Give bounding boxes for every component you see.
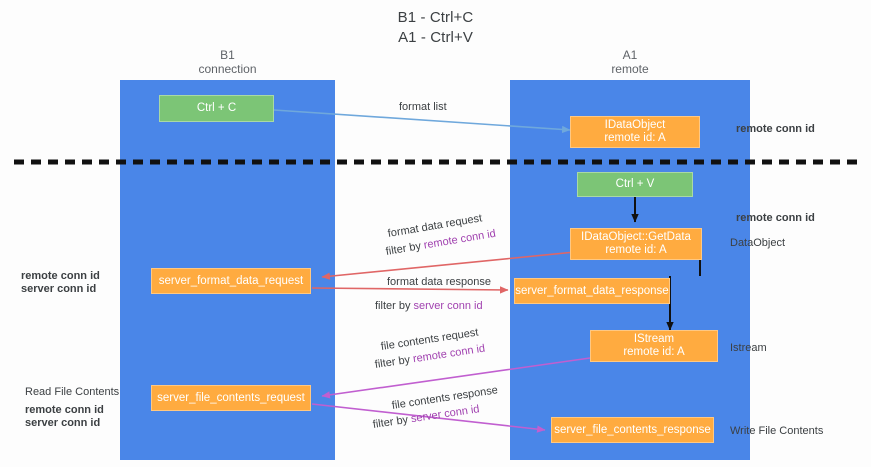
annotation-left-server-conn-id-2: server conn id (25, 417, 101, 429)
annotation-dataobject: DataObject (730, 237, 786, 249)
node-ctrl-c-label: Ctrl + C (196, 102, 237, 114)
node-istream[interactable]: IStream remote id: A (590, 330, 718, 362)
lane-header-b1: B1 connection (120, 48, 335, 76)
node-server-format-data-response[interactable]: server_format_data_response (514, 278, 670, 304)
lane-header-a1-sub: remote (611, 62, 649, 76)
annotation-left-remote-conn-id-1: remote conn id (21, 270, 100, 282)
node-server-format-data-request-label: server_format_data_request (158, 274, 304, 287)
node-istream-label: IStream (633, 333, 675, 345)
node-getdata-label: IDataObject::GetData (581, 231, 691, 243)
page-title-line-2: A1 - Ctrl+V (398, 29, 473, 46)
node-ctrl-v[interactable]: Ctrl + V (577, 172, 693, 197)
lane-header-a1-name: A1 (622, 48, 638, 62)
node-server-file-contents-response[interactable]: server_file_contents_response (551, 417, 714, 443)
annotation-remote-conn-id-mid: remote conn id (736, 212, 815, 224)
node-getdata[interactable]: IDataObject::GetData remote id: A (570, 228, 702, 260)
node-istream-remote-id: remote id: A (623, 346, 685, 358)
filter-prefix: filter by (375, 300, 414, 312)
annotation-write-file-contents: Write File Contents (730, 425, 824, 437)
filter-prefix: filter by (374, 353, 414, 371)
page-title: B1 - Ctrl+C A1 - Ctrl+V (0, 8, 871, 48)
annotation-left-remote-conn-id-2: remote conn id (25, 404, 104, 416)
node-ctrl-c[interactable]: Ctrl + C (159, 95, 274, 122)
node-getdata-remote-id: remote id: A (605, 244, 667, 256)
filter-key-server-conn-id: server conn id (413, 300, 483, 312)
lane-header-b1-sub: connection (198, 62, 257, 76)
node-idataobject[interactable]: IDataObject remote id: A (570, 116, 700, 148)
node-server-file-contents-request-label: server_file_contents_request (157, 391, 305, 404)
node-server-format-data-request[interactable]: server_format_data_request (151, 268, 311, 294)
edge-label-format-data-response-filter: filter by server conn id (375, 300, 483, 313)
lane-header-b1-name: B1 (220, 48, 235, 62)
node-idataobject-remote-id: remote id: A (604, 132, 666, 144)
annotation-istream: Istream (730, 342, 767, 354)
node-server-file-contents-request[interactable]: server_file_contents_request (151, 385, 311, 411)
filter-prefix: filter by (384, 239, 425, 258)
edge-label-format-data-response: format data response (387, 276, 491, 288)
annotation-remote-conn-id-top: remote conn id (736, 123, 815, 135)
lane-header-a1: A1 remote (510, 48, 750, 76)
node-ctrl-v-label: Ctrl + V (615, 178, 655, 190)
edge-label-format-list: format list (399, 101, 447, 113)
node-server-file-contents-response-label: server_file_contents_response (554, 423, 711, 436)
filter-prefix: filter by (372, 413, 412, 431)
page-title-line-1: B1 - Ctrl+C (397, 9, 474, 26)
node-idataobject-label: IDataObject (604, 119, 666, 131)
annotation-left-server-conn-id-1: server conn id (21, 283, 97, 295)
node-server-format-data-response-label: server_format_data_response (515, 284, 669, 297)
annotation-read-file-contents: Read File Contents (25, 386, 120, 398)
